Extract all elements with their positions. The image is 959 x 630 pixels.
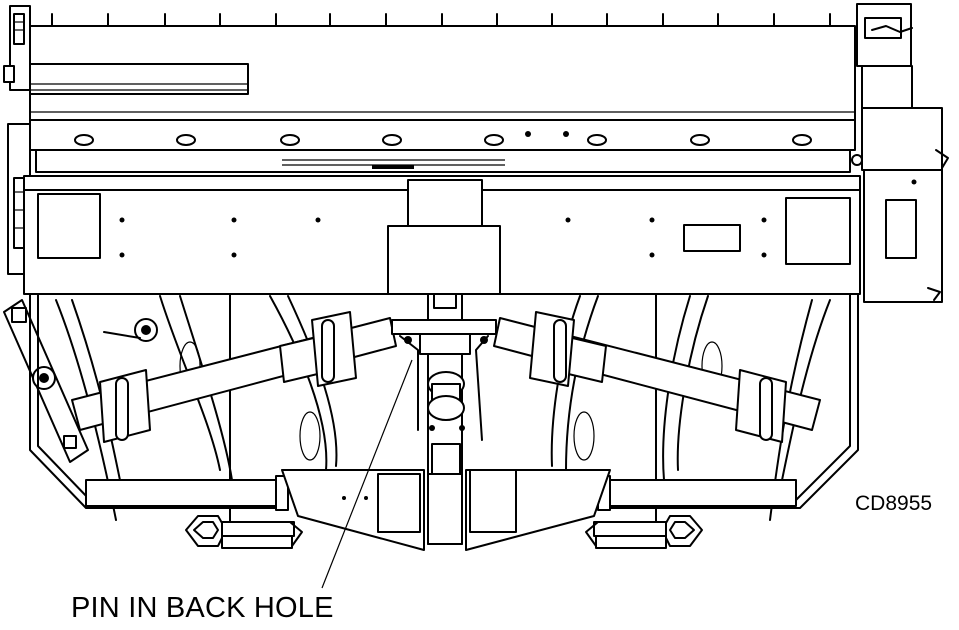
main-frame: [23, 175, 861, 295]
callout-leader: [321, 359, 413, 589]
frame-bolts: [119, 217, 767, 258]
right-slot: [683, 224, 741, 252]
lower-frame: [29, 293, 859, 511]
hopper: [29, 13, 856, 173]
left-access-panel: [37, 193, 101, 259]
left-side-brackets: [3, 5, 31, 275]
right-spinner-arm: [493, 311, 821, 443]
hopper-studs: [51, 13, 831, 27]
right-hitch-pin: [585, 515, 703, 549]
drive-shaft-strip: [35, 149, 851, 173]
hopper-rod-bar: [29, 63, 249, 95]
callout-label: PIN IN BACK HOLE: [71, 592, 334, 624]
left-spinner-arm: [71, 311, 397, 443]
right-side-gearbox: [851, 3, 949, 303]
figure-id: CD8955: [855, 492, 932, 515]
center-gearbox: [387, 225, 501, 295]
hitch-plates: [281, 469, 611, 551]
right-access-panel: [785, 197, 851, 265]
left-hitch-pin: [185, 515, 303, 549]
metering-holes: [74, 131, 812, 146]
center-tube: [407, 179, 483, 227]
